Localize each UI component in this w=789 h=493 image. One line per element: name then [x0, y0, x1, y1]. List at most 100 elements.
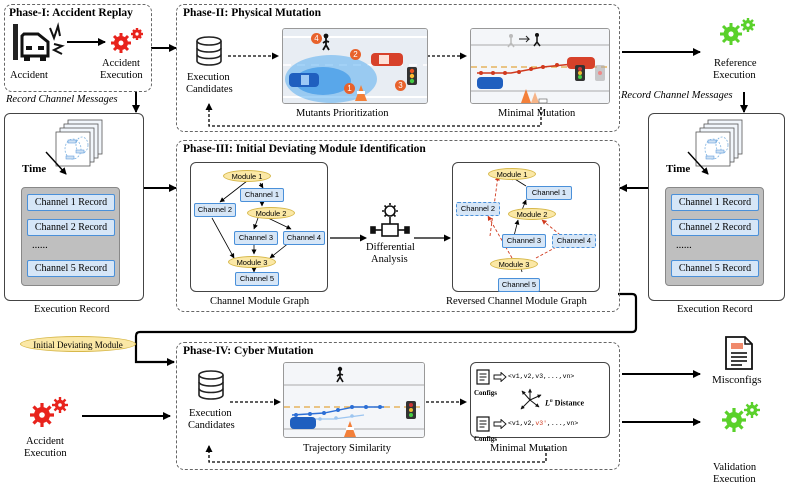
module-2-node-right: Module 2 — [508, 208, 556, 220]
reversed-graph-label: Reversed Channel Module Graph — [446, 296, 587, 307]
channel-5-node-right: Channel 5 — [498, 278, 540, 292]
channel-5-record-left: Channel 5 Record — [27, 260, 115, 277]
reference-execution-label-2: Execution — [713, 70, 756, 81]
module-2-node-left: Module 2 — [247, 207, 295, 219]
execution-record-label-left: Execution Record — [34, 304, 110, 315]
execution-candidates-label-1: Execution — [187, 72, 230, 83]
scene-2-drawing — [471, 29, 609, 103]
vec2-part-c: ,...,vn> — [547, 420, 579, 427]
mutants-prioritization-label: Mutants Prioritization — [296, 108, 389, 119]
ln-distance-label: Ln Distance — [545, 396, 584, 410]
database-icon — [196, 36, 222, 66]
car-crash-icon — [13, 22, 65, 61]
record-channel-messages-left: Record Channel Messages — [6, 94, 118, 105]
phase-3-box — [176, 140, 620, 312]
database-icon-phase-4 — [198, 370, 224, 400]
message-stack-icon-left — [55, 119, 103, 167]
channel-2-record-left: Channel 2 Record — [27, 219, 115, 236]
phase-1-box — [4, 4, 152, 92]
channel-4-node-left: Channel 4 — [283, 231, 325, 245]
channel-3-node-left: Channel 3 — [234, 231, 278, 245]
reference-execution-label-1: Reference — [714, 58, 757, 69]
configs-label-bottom: Configs — [474, 435, 497, 443]
arrow-right-icon-bottom — [493, 419, 507, 429]
time-arrow-right — [687, 151, 709, 175]
scene-minimal-mutation — [470, 28, 610, 104]
accident-execution-4-label-1: Accident — [26, 436, 64, 447]
scene-1-drawing — [283, 29, 427, 103]
channel-1-record-left: Channel 1 Record — [27, 194, 115, 211]
records-ellipsis-left: ...... — [32, 240, 48, 251]
config-doc-icon-bottom — [476, 416, 490, 432]
scene-3-drawing — [284, 363, 424, 437]
message-stack-icon-right — [695, 119, 743, 167]
channel-2-node-left: Channel 2 — [194, 203, 236, 217]
phase-3-title: Phase-III: Initial Deviating Module Iden… — [183, 143, 426, 155]
reversed-graph-box — [452, 162, 600, 292]
config-vector-mutated: <v1,v2,v3',...,vn> — [508, 418, 578, 430]
module-1-node-right: Module 1 — [488, 168, 536, 180]
config-vector-original: <v1,v2,v3,...,vn> — [508, 373, 575, 380]
channel-1-record-right: Channel 1 Record — [671, 194, 759, 211]
config-doc-icon-top — [476, 369, 490, 385]
misconfigs-label: Misconfigs — [712, 374, 762, 386]
time-label-left: Time — [22, 163, 47, 175]
minimal-mutation-4-label: Minimal Mutation — [490, 443, 568, 454]
graph-flow-arrows — [330, 234, 451, 242]
records-ellipsis-right: ...... — [676, 240, 692, 251]
channel-1-node-left: Channel 1 — [240, 188, 284, 202]
scene-trajectory-similarity — [283, 362, 425, 438]
config-mutation-box — [470, 362, 610, 438]
phase-2-title: Phase-II: Physical Mutation — [183, 7, 321, 19]
channel-5-record-right: Channel 5 Record — [671, 260, 759, 277]
gears-red-icon-2 — [30, 397, 68, 427]
gears-green-icon — [720, 18, 755, 45]
phase-4-box — [176, 342, 620, 470]
phase-4-flows — [205, 398, 547, 463]
execution-record-label-right: Execution Record — [677, 304, 753, 315]
execution-candidates-label-2: Candidates — [186, 84, 233, 95]
minimal-mutation-label: Minimal Mutation — [498, 108, 576, 119]
initial-deviating-module: Initial Deviating Module — [20, 336, 136, 352]
ln-distance-text: Distance — [552, 398, 584, 408]
channel-2-node-right: Channel 2 — [456, 202, 500, 216]
accident-execution-label-1: Accident — [102, 58, 140, 69]
scene-badge-3: 3 — [395, 80, 406, 91]
vec2-mutated-value: v3' — [535, 420, 548, 427]
execution-candidates-4-label-1: Execution — [189, 408, 232, 419]
configs-label-top: Configs — [474, 389, 497, 397]
misconfig-document-icon — [725, 336, 753, 370]
scene-badge-4: 4 — [311, 33, 322, 44]
module-3-node-left: Module 3 — [228, 256, 276, 268]
trajectory-similarity-label: Trajectory Similarity — [303, 443, 391, 454]
ln-superscript: n — [549, 399, 553, 404]
differential-analysis-icon — [370, 203, 410, 237]
module-1-node-left: Module 1 — [223, 170, 271, 182]
ln-symbol: L — [545, 398, 550, 408]
phase-4-title: Phase-IV: Cyber Mutation — [183, 345, 314, 357]
accident-label: Accident — [10, 70, 48, 81]
time-arrow-left — [45, 151, 67, 175]
channel-module-graph-label: Channel Module Graph — [210, 296, 310, 307]
vec2-part-a: <v1,v2, — [508, 420, 536, 427]
scene-badge-2: 2 — [350, 49, 361, 60]
differential-label-1: Differential — [366, 242, 415, 253]
channel-5-node-left: Channel 5 — [235, 272, 279, 286]
arrow-right-icon-top — [493, 372, 507, 382]
phase-2-box — [176, 4, 620, 132]
channel-3-node-right: Channel 3 — [502, 234, 546, 248]
gears-green-icon-2 — [722, 402, 760, 432]
validation-execution-label-2: Execution — [713, 474, 756, 485]
module-3-node-right: Module 3 — [490, 258, 538, 270]
validation-execution-label-1: Validation — [713, 462, 757, 473]
phase-2-flows — [205, 52, 542, 127]
record-channel-messages-right: Record Channel Messages — [621, 90, 733, 101]
scene-badge-1: 1 — [344, 83, 355, 94]
scene-mutants-prioritization — [282, 28, 428, 104]
accident-execution-4-label-2: Execution — [24, 448, 67, 459]
gears-red-icon — [111, 28, 143, 53]
graph-edges-right — [487, 175, 565, 273]
accident-execution-label-2: Execution — [100, 70, 143, 81]
execution-candidates-4-label-2: Candidates — [188, 420, 235, 431]
